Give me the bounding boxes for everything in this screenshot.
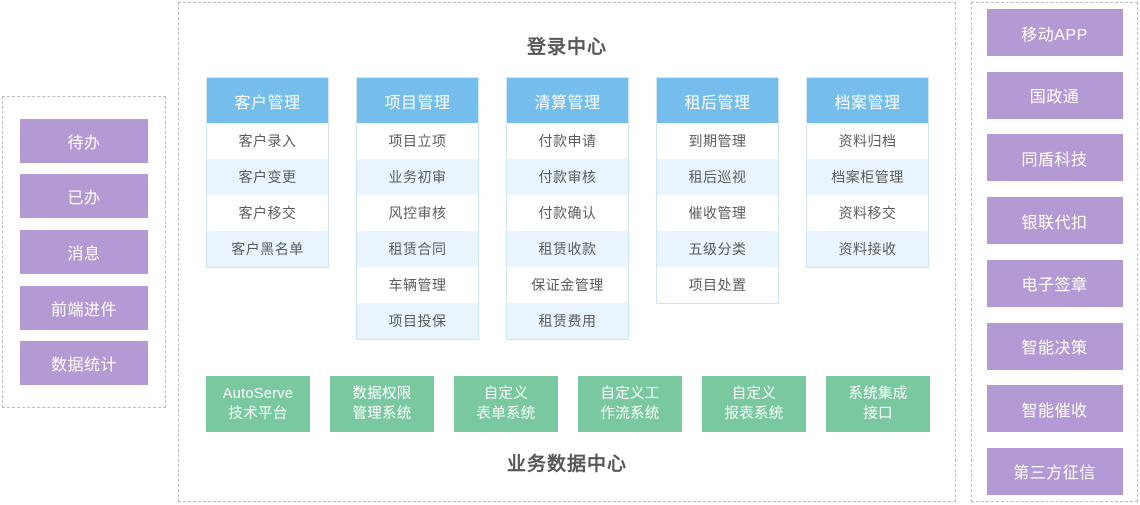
right-panel-item-tongdun-tech[interactable]: 同盾科技 (986, 134, 1123, 182)
module-header: 清算管理 (507, 78, 628, 123)
module-card-settlement-management: 清算管理 付款申请 付款审核 付款确认 租赁收款 保证金管理 租赁费用 (506, 77, 629, 340)
module-item[interactable]: 催收管理 (657, 195, 778, 231)
platform-box-line2: 技术平台 (228, 406, 288, 422)
right-panel-item-label: 智能催收 (1021, 402, 1088, 420)
module-card-post-lease-management: 租后管理 到期管理 租后巡视 催收管理 五级分类 项目处置 (656, 77, 779, 304)
platform-box-line1: 系统集成 (848, 386, 908, 402)
platform-box-data-permission[interactable]: 数据权限 管理系统 (330, 376, 434, 432)
module-item[interactable]: 客户录入 (207, 123, 328, 159)
left-panel-item-data-statistics[interactable]: 数据统计 (20, 341, 148, 386)
platform-box-line1: AutoServe (222, 386, 294, 402)
left-panel: 待办 已办 消息 前端进件 数据统计 (2, 96, 166, 408)
left-panel-item-done[interactable]: 已办 (20, 174, 148, 219)
module-item[interactable]: 风控审核 (357, 195, 478, 231)
module-item[interactable]: 付款申请 (507, 123, 628, 159)
module-card-customer-management: 客户管理 客户录入 客户变更 客户移交 客户黑名单 (206, 77, 329, 268)
right-panel-item-unionpay-debit[interactable]: 银联代扣 (986, 197, 1123, 245)
right-panel-item-third-party-credit[interactable]: 第三方征信 (986, 447, 1123, 495)
module-item[interactable]: 车辆管理 (357, 267, 478, 303)
module-item[interactable]: 业务初审 (357, 159, 478, 195)
module-header: 档案管理 (807, 78, 928, 123)
module-item[interactable]: 租赁费用 (507, 303, 628, 339)
right-panel-item-smart-decision[interactable]: 智能决策 (986, 322, 1123, 370)
right-panel-item-label: 国政通 (1029, 89, 1080, 107)
right-panel-item-mobile-app[interactable]: 移动APP (986, 9, 1123, 56)
module-item[interactable]: 资料归档 (807, 123, 928, 159)
platform-box-system-integration[interactable]: 系统集成 接口 (826, 376, 930, 432)
module-item[interactable]: 租赁收款 (507, 231, 628, 267)
right-panel-item-label: 同盾科技 (1021, 151, 1088, 169)
platform-box-row: AutoServe 技术平台 数据权限 管理系统 自定义 表单系统 自定义工 作… (206, 376, 930, 432)
right-panel-item-label: 第三方征信 (1013, 465, 1096, 483)
module-item[interactable]: 客户黑名单 (207, 231, 328, 267)
right-panel-item-guozhengtong[interactable]: 国政通 (986, 71, 1123, 119)
module-card-archive-management: 档案管理 资料归档 档案柜管理 资料移交 资料接收 (806, 77, 929, 268)
module-card-project-management: 项目管理 项目立项 业务初审 风控审核 租赁合同 车辆管理 项目投保 (356, 77, 479, 340)
platform-box-line1: 自定义 (731, 386, 777, 402)
module-item[interactable]: 项目处置 (657, 267, 778, 303)
module-column-row: 客户管理 客户录入 客户变更 客户移交 客户黑名单 项目管理 项目立项 业务初审… (206, 77, 930, 340)
right-panel-item-label: 银联代扣 (1021, 214, 1088, 232)
right-panel-item-list: 移动APP 国政通 同盾科技 银联代扣 电子签章 智能决策 智能催收 第三方征信 (972, 3, 1137, 501)
module-header: 租后管理 (657, 78, 778, 123)
platform-box-line2: 管理系统 (352, 406, 412, 422)
module-item[interactable]: 客户变更 (207, 159, 328, 195)
left-panel-item-label: 待办 (67, 134, 101, 152)
center-panel: 登录中心 客户管理 客户录入 客户变更 客户移交 客户黑名单 项目管理 项目立项… (178, 2, 956, 502)
left-panel-item-message[interactable]: 消息 (20, 229, 148, 274)
module-item[interactable]: 付款审核 (507, 159, 628, 195)
platform-box-custom-form[interactable]: 自定义 表单系统 (454, 376, 558, 432)
right-panel: 移动APP 国政通 同盾科技 银联代扣 电子签章 智能决策 智能催收 第三方征信 (971, 2, 1138, 502)
module-item[interactable]: 到期管理 (657, 123, 778, 159)
left-panel-item-list: 待办 已办 消息 前端进件 数据统计 (3, 97, 165, 407)
platform-box-autoserve[interactable]: AutoServe 技术平台 (206, 376, 310, 432)
left-panel-item-frontend-intake[interactable]: 前端进件 (20, 285, 148, 330)
module-item[interactable]: 资料接收 (807, 231, 928, 267)
module-item[interactable]: 租赁合同 (357, 231, 478, 267)
platform-box-custom-report[interactable]: 自定义 报表系统 (702, 376, 806, 432)
module-item[interactable]: 项目立项 (357, 123, 478, 159)
left-panel-item-label: 数据统计 (50, 357, 117, 375)
platform-box-line1: 自定义 (483, 386, 529, 402)
module-item[interactable]: 付款确认 (507, 195, 628, 231)
platform-box-line1: 数据权限 (352, 386, 412, 402)
module-item[interactable]: 项目投保 (357, 303, 478, 339)
right-panel-item-smart-collection[interactable]: 智能催收 (986, 385, 1123, 433)
module-item[interactable]: 资料移交 (807, 195, 928, 231)
module-item[interactable]: 五级分类 (657, 231, 778, 267)
platform-box-line2: 表单系统 (476, 406, 536, 422)
platform-box-line2: 作流系统 (600, 406, 660, 422)
right-panel-item-label: 智能决策 (1021, 340, 1088, 358)
module-item[interactable]: 租后巡视 (657, 159, 778, 195)
center-panel-top-title: 登录中心 (526, 37, 607, 58)
module-item[interactable]: 保证金管理 (507, 267, 628, 303)
module-header: 客户管理 (207, 78, 328, 123)
platform-box-line1: 自定义工 (600, 386, 660, 402)
platform-box-line2: 报表系统 (724, 406, 784, 422)
center-panel-bottom-title: 业务数据中心 (506, 454, 627, 475)
left-panel-item-todo[interactable]: 待办 (20, 118, 148, 163)
right-panel-item-electronic-seal[interactable]: 电子签章 (986, 259, 1123, 307)
right-panel-item-label: 移动APP (1021, 26, 1088, 44)
right-panel-item-label: 电子签章 (1021, 277, 1088, 295)
left-panel-item-label: 消息 (67, 245, 101, 263)
module-item[interactable]: 客户移交 (207, 195, 328, 231)
left-panel-item-label: 前端进件 (50, 301, 117, 319)
platform-box-line2: 接口 (863, 406, 893, 422)
platform-box-custom-workflow[interactable]: 自定义工 作流系统 (578, 376, 682, 432)
module-header: 项目管理 (357, 78, 478, 123)
module-item[interactable]: 档案柜管理 (807, 159, 928, 195)
left-panel-item-label: 已办 (67, 190, 101, 208)
